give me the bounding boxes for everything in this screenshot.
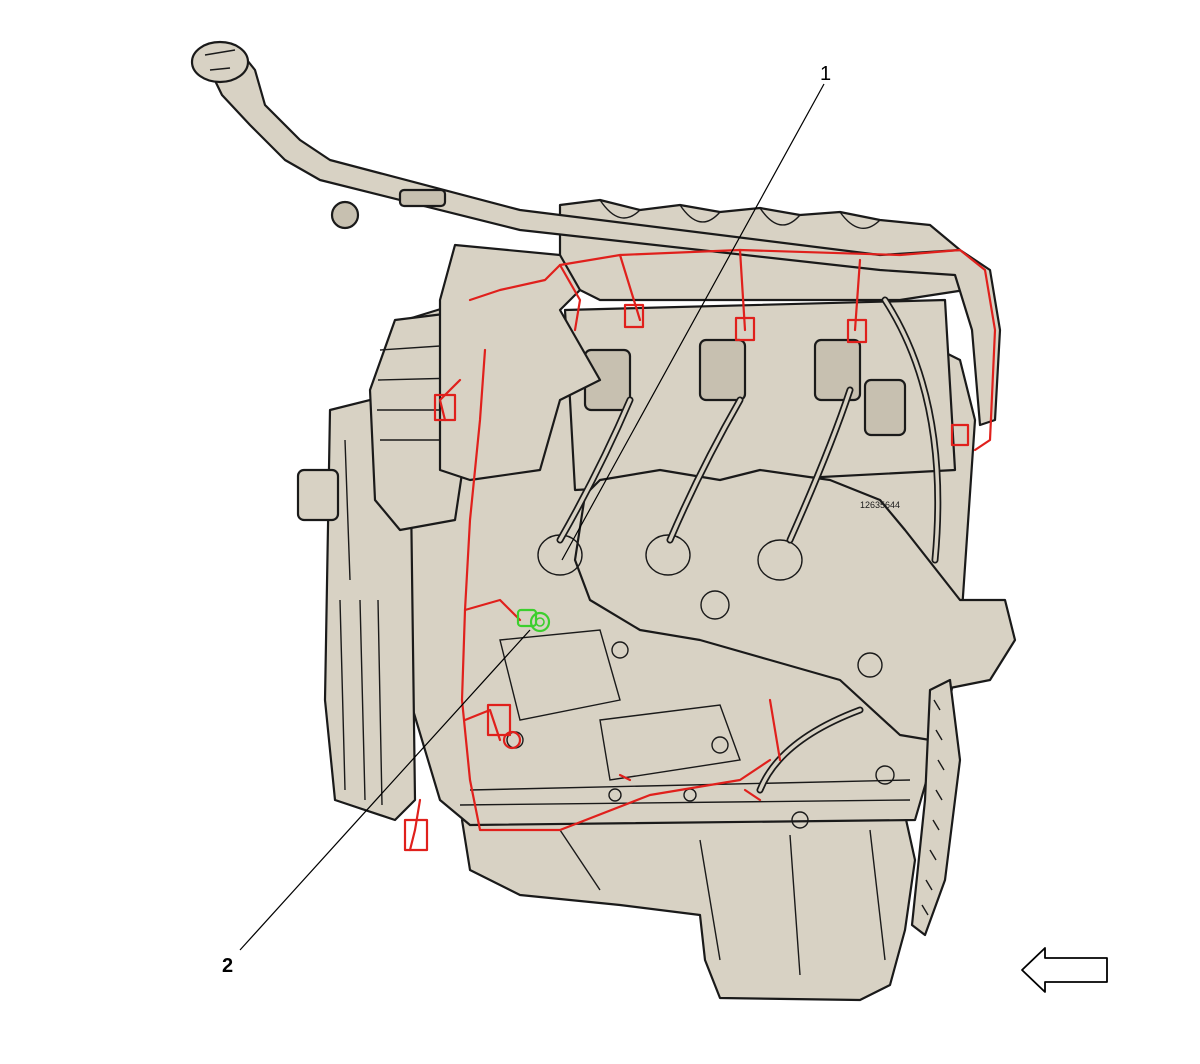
callout-leaders xyxy=(239,83,825,951)
exhaust-port xyxy=(645,534,691,576)
harness-connector xyxy=(403,818,429,852)
exhaust-manifold xyxy=(573,468,1017,742)
highlighted-sensor xyxy=(516,608,551,633)
callout-label-2: 2 xyxy=(222,955,233,977)
left-arrow-icon xyxy=(1021,947,1108,993)
oil-pan xyxy=(460,813,917,1002)
callout-label-1: 1 xyxy=(820,63,831,85)
exhaust-port xyxy=(757,539,803,581)
engine-assembly: 12635644 xyxy=(190,40,1017,1002)
bracket-slot xyxy=(398,188,447,208)
harness-connector xyxy=(433,393,457,422)
exhaust-port xyxy=(700,590,730,620)
harness-connector xyxy=(846,318,868,344)
block-details xyxy=(459,629,911,829)
harness-connector xyxy=(734,316,756,342)
harness-connector xyxy=(486,703,512,737)
oil-fill-cap xyxy=(190,40,250,84)
ignition-coil xyxy=(698,338,747,402)
wiring-harness xyxy=(403,248,997,852)
leader-line-1 xyxy=(561,83,825,561)
harness-connector xyxy=(950,423,970,447)
ignition-coils xyxy=(583,338,907,437)
bracket-bolt xyxy=(330,200,360,230)
accessory-hub xyxy=(296,468,340,522)
leader-line-2 xyxy=(239,629,531,951)
harness-connector xyxy=(623,303,645,329)
flywheel xyxy=(910,678,962,937)
manifold-bolt xyxy=(857,652,883,678)
ignition-coil xyxy=(863,378,907,437)
oil-fill-tube xyxy=(203,43,1002,427)
part-number: 12635644 xyxy=(860,500,900,510)
ignition-coil xyxy=(813,338,862,402)
harness-connector xyxy=(502,730,522,750)
